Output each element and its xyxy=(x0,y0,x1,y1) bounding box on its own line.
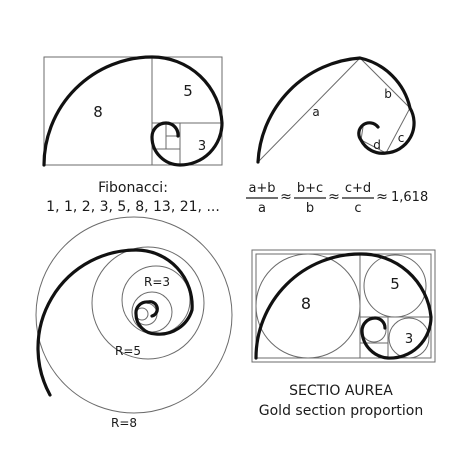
ratio-segment-label-b: b xyxy=(384,87,392,101)
ratio-panel: a b c d a+b a ≈ b+c b ≈ c+d c ≈ 1,618 xyxy=(246,56,428,216)
fibonacci-square-label-5: 5 xyxy=(183,82,193,100)
sectio-circle-3 xyxy=(388,317,430,359)
approx-symbol-3: ≈ xyxy=(376,189,388,205)
circles-spiral xyxy=(36,248,194,397)
sectio-square-label-8: 8 xyxy=(301,294,311,313)
fibonacci-caption-title: Fibonacci: xyxy=(98,180,168,196)
ratio-value: 1,618 xyxy=(391,190,428,205)
fraction-1-numerator: a+b xyxy=(248,181,275,196)
circle-r8 xyxy=(35,216,233,414)
sectio-square-label-5: 5 xyxy=(390,275,400,293)
sectio-panel: 8 5 3 SECTIO AUREA Gold section proporti… xyxy=(251,249,436,419)
sectio-spiral xyxy=(254,252,433,360)
sectio-circle-5 xyxy=(363,254,427,318)
circles-panel: R=3 R=5 R=8 xyxy=(35,216,233,430)
fraction-2-numerator: b+c xyxy=(297,181,323,196)
fibonacci-square-label-8: 8 xyxy=(93,103,103,121)
sectio-caption-subtitle: Gold section proportion xyxy=(259,403,423,419)
approx-symbol-1: ≈ xyxy=(280,189,292,205)
ratio-spiral xyxy=(256,56,416,164)
fibonacci-sequence: 1, 1, 2, 3, 5, 8, 13, 21, ... xyxy=(46,199,220,215)
sectio-caption-title: SECTIO AUREA xyxy=(289,383,393,399)
ratio-segment-label-d: d xyxy=(373,138,381,152)
sectio-square-label-3: 3 xyxy=(405,332,413,347)
circle-r5 xyxy=(91,246,205,360)
fraction-1-denominator: a xyxy=(258,201,266,216)
fibonacci-spiral xyxy=(42,55,224,167)
ratio-chord-polyline xyxy=(257,57,411,163)
fibonacci-panel: 8 5 3 Fibonacci: 1, 1, 2, 3, 5, 8, 13, 2… xyxy=(42,55,224,215)
fibonacci-outer-rectangle xyxy=(43,56,223,166)
circle-label-r3: R=3 xyxy=(144,275,170,289)
circle-label-r5: R=5 xyxy=(115,344,141,358)
ratio-segment-label-c: c xyxy=(398,131,405,145)
sectio-outer-rectangle xyxy=(251,249,436,363)
ratio-segment-label-a: a xyxy=(312,105,319,119)
fibonacci-square-label-3: 3 xyxy=(198,139,206,154)
fraction-3-numerator: c+d xyxy=(345,181,371,196)
circle-label-r8: R=8 xyxy=(111,416,137,430)
ratio-formula: a+b a ≈ b+c b ≈ c+d c ≈ 1,618 xyxy=(246,181,428,216)
approx-symbol-2: ≈ xyxy=(328,189,340,205)
fraction-2-denominator: b xyxy=(306,201,314,216)
fraction-3-denominator: c xyxy=(354,201,361,216)
sectio-circle-8 xyxy=(255,253,361,359)
